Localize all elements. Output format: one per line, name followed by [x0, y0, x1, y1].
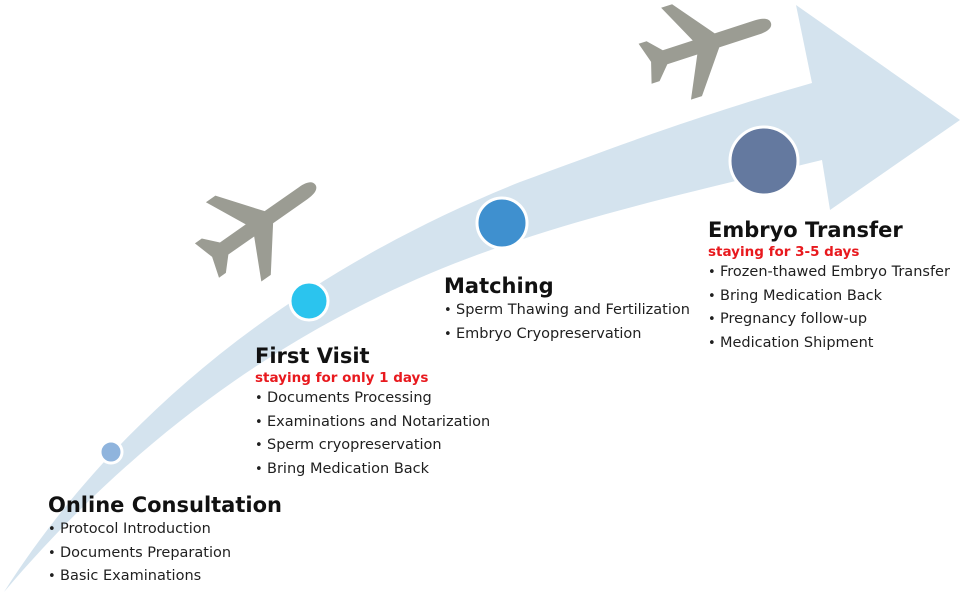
stage-title: Embryo Transfer: [708, 218, 903, 242]
stage-title: Matching: [444, 274, 554, 298]
stage-item-list: Sperm Thawing and Fertilization Embryo C…: [444, 299, 690, 346]
stage-first-visit: First Visit staying for only 1 days Docu…: [255, 343, 490, 481]
airplane-icon: [638, 4, 772, 100]
stage-item-list: Protocol Introduction Documents Preparat…: [48, 518, 282, 589]
stage-item: Bring Medication Back: [255, 458, 490, 482]
stage-item: Documents Preparation: [48, 542, 282, 566]
stage-matching: Matching Sperm Thawing and Fertilization…: [444, 273, 690, 346]
stay-duration-label: staying for 3-5 days: [708, 244, 860, 260]
stage-item: Embryo Cryopreservation: [444, 323, 690, 347]
stage-dot-embryo-transfer: [728, 125, 800, 197]
stage-item: Basic Examinations: [48, 565, 282, 589]
stage-item: Examinations and Notarization: [255, 411, 490, 435]
stage-item: Documents Processing: [255, 387, 490, 411]
stage-item-list: Frozen-thawed Embryo Transfer Bring Medi…: [708, 261, 950, 355]
curved-arrow-shape: [4, 5, 960, 592]
stage-online-consultation: Online Consultation Protocol Introductio…: [48, 492, 282, 589]
stage-embryo-transfer: Embryo Transfer staying for 3-5 days Fro…: [708, 217, 950, 355]
stage-dot-first-visit: [288, 280, 330, 322]
stage-item: Medication Shipment: [708, 332, 950, 356]
stage-title: Online Consultation: [48, 493, 282, 517]
stage-title: First Visit: [255, 344, 370, 368]
stage-dot-matching: [475, 196, 529, 250]
stage-item: Frozen-thawed Embryo Transfer: [708, 261, 950, 285]
stage-item: Sperm cryopreservation: [255, 434, 490, 458]
stage-item-list: Documents Processing Examinations and No…: [255, 387, 490, 481]
stage-item: Pregnancy follow-up: [708, 308, 950, 332]
stage-item: Protocol Introduction: [48, 518, 282, 542]
stage-item: Sperm Thawing and Fertilization: [444, 299, 690, 323]
stage-item: Bring Medication Back: [708, 285, 950, 309]
stay-duration-label: staying for only 1 days: [255, 370, 429, 386]
airplane-icon: [194, 182, 317, 282]
stage-dot-online-consultation: [98, 439, 124, 465]
